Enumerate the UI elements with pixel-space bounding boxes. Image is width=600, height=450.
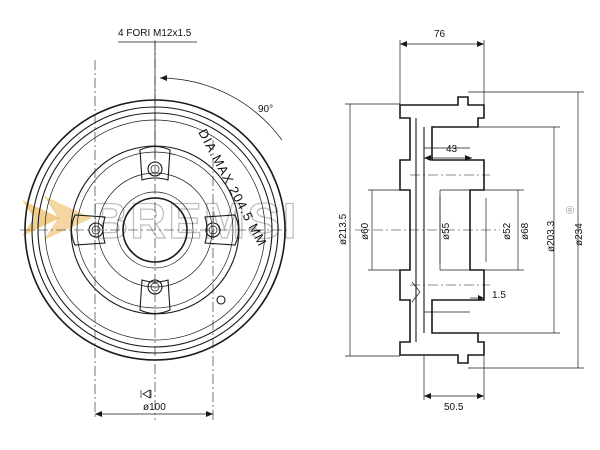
- angle-arc: [159, 77, 283, 141]
- diameter-dimension-234: ø234: [468, 91, 585, 369]
- diameter-dimension-213: ø213.5: [338, 103, 400, 357]
- watermark-chevron-icon: [44, 196, 92, 240]
- holes-label: 4 FORI M12x1.5: [118, 28, 192, 39]
- pcd-arrow-right-icon: [206, 411, 213, 417]
- diameter-dimension-203: ø203.3: [478, 126, 560, 334]
- bolt-lobe-top: [139, 145, 171, 181]
- diameter-dimension-68: ø68: [484, 189, 531, 271]
- depth-arrow-right-icon: [465, 155, 472, 161]
- diameter-label: ø60: [360, 222, 371, 240]
- inner-width-label: 50.5: [444, 402, 464, 413]
- diameter-label: ø68: [520, 222, 531, 240]
- watermark-registered-mark: ®: [566, 205, 574, 217]
- bolt-lobe-right: [204, 214, 240, 246]
- diameter-label: ø52: [502, 222, 513, 240]
- section-view: 76 43 1.5 50.5 ø213.5 ø60: [338, 29, 585, 413]
- inner-width-arrow-left-icon: [424, 393, 431, 399]
- step-label: 1.5: [492, 290, 506, 301]
- angle-arrow-icon: [160, 75, 167, 81]
- diameter-dimension-55: ø55: [439, 196, 452, 264]
- pilot-detail: [411, 281, 421, 303]
- diameter-label: ø203.3: [546, 220, 557, 252]
- bolt-lobe-bottom: [139, 279, 171, 315]
- width-arrow-right-icon: [477, 41, 484, 47]
- width-arrow-left-icon: [400, 41, 407, 47]
- inner-width-arrow-right-icon: [477, 393, 484, 399]
- pilot-hole: [216, 295, 226, 305]
- depth-arrow-left-icon: [424, 155, 431, 161]
- diameter-label: ø213.5: [338, 213, 349, 245]
- diameter-dimension-52: ø52: [485, 198, 513, 262]
- width-label: 76: [434, 29, 446, 40]
- watermark-text: BREMSI: [92, 193, 298, 249]
- angle-label: 90°: [258, 104, 273, 115]
- bolt-lobe-left: [70, 214, 106, 246]
- step-arrow-icon: [478, 295, 484, 301]
- depth-label: 43: [446, 144, 458, 155]
- drum-section-outline: [399, 96, 485, 364]
- pcd-arrow-left-icon: [95, 411, 102, 417]
- diameter-label: ø55: [441, 222, 452, 240]
- pcd-label: ø100: [143, 402, 166, 413]
- diameter-dimension-60: ø60: [360, 189, 410, 271]
- watermark: BREMSI ®: [22, 192, 574, 250]
- rotation-direction-icon: [140, 389, 152, 399]
- diameter-label: ø234: [574, 223, 585, 246]
